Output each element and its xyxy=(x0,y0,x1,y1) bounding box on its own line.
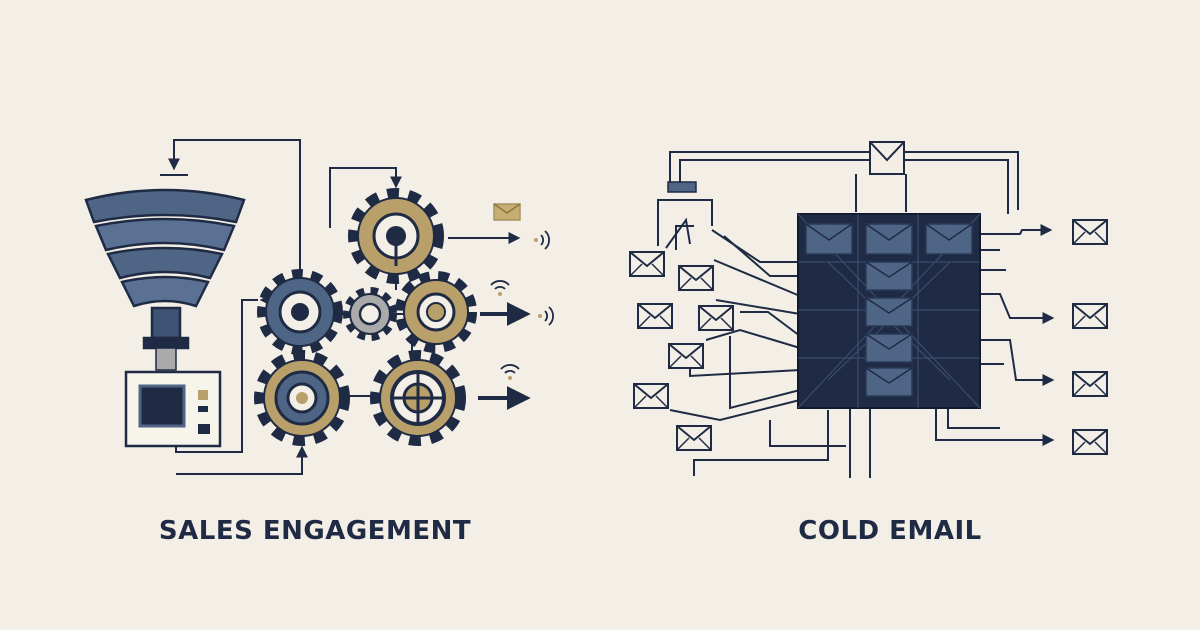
machine-icon xyxy=(124,370,222,448)
routing-lines xyxy=(657,151,1055,478)
signal-icon xyxy=(500,364,520,381)
cold-email-caption: COLD EMAIL xyxy=(798,516,982,546)
envelope-icon xyxy=(678,265,714,291)
signal-icon xyxy=(537,306,554,326)
funnel-icon xyxy=(84,188,246,371)
gear-icon xyxy=(254,350,350,446)
sales-engagement-caption: SALES ENGAGEMENT xyxy=(158,516,472,546)
gear-icon xyxy=(348,188,444,284)
envelope-icon xyxy=(869,141,905,175)
envelope-icon xyxy=(668,343,704,369)
signal-icon xyxy=(490,280,510,297)
envelope-icon xyxy=(1072,371,1108,397)
feedback-lines xyxy=(160,139,402,475)
envelope-icon xyxy=(1072,429,1108,455)
gear-icon xyxy=(395,271,477,353)
small-node-icon xyxy=(667,181,697,193)
envelope-icon xyxy=(637,303,673,329)
envelope-icon xyxy=(1072,219,1108,245)
envelope-icon xyxy=(633,383,669,409)
envelope-icon xyxy=(629,251,665,277)
up-arrow-icon xyxy=(665,217,691,249)
email-grid-icon xyxy=(797,213,981,409)
output-arrows xyxy=(448,232,531,410)
envelope-icon xyxy=(676,425,712,451)
envelope-icon xyxy=(1072,303,1108,329)
signal-icon xyxy=(533,230,550,250)
envelope-icon xyxy=(493,203,521,221)
cold-email-diagram xyxy=(629,141,1108,478)
gear-icon xyxy=(370,350,466,446)
gear-icon xyxy=(343,287,397,341)
envelope-icon xyxy=(698,305,734,331)
sales-engagement-diagram xyxy=(84,139,554,475)
gear-icon xyxy=(257,269,343,355)
